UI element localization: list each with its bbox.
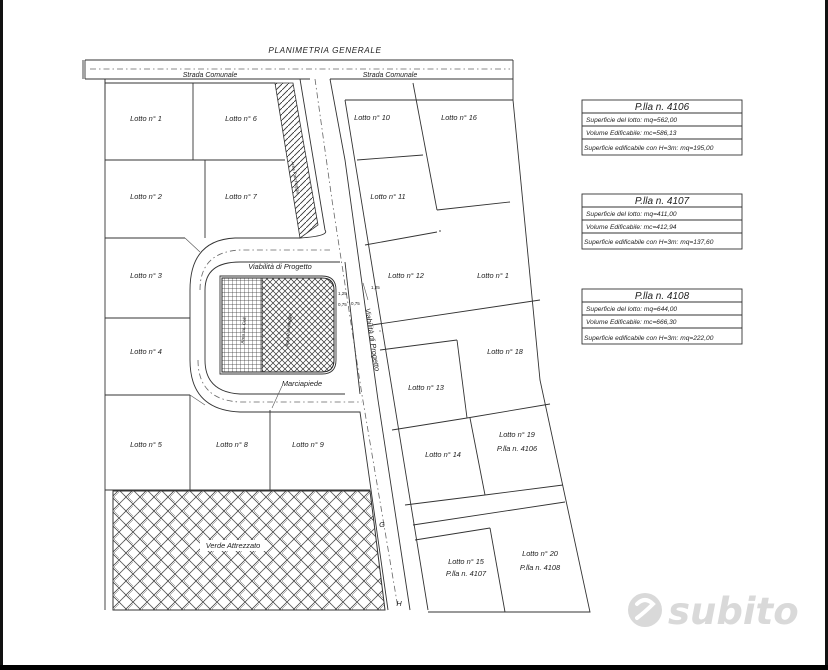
central-block: Area Int. Coll. Area Parcheggio xyxy=(219,275,337,375)
table-4108-title: P.lla n. 4108 xyxy=(635,291,690,302)
subito-logo-text: subito xyxy=(668,590,799,633)
table-4106-volume: Volume Edificabile: mc=586,13 xyxy=(586,130,677,137)
lot-1b: Lotto n° 1 xyxy=(477,271,509,280)
table-4108-superficie: Superficie del lotto: mq=644,00 xyxy=(586,306,677,313)
verde-label: Verde Attrezzato xyxy=(206,541,261,550)
hatched-area-label: Area Parcheggio xyxy=(285,312,293,346)
table-4107: P.lla n. 4107 Superficie del lotto: mq=4… xyxy=(581,193,743,250)
table-4106: P.lla n. 4106 Superficie del lotto: mq=5… xyxy=(581,99,743,156)
dim-2: 1,25 xyxy=(338,291,347,296)
subito-watermark: subito xyxy=(628,590,799,633)
table-4106-title: P.lla n. 4106 xyxy=(635,102,690,113)
plla-lot-15: P.lla n. 4107 xyxy=(446,569,487,578)
marker-g: G xyxy=(379,520,385,529)
marciapiede-label: Marciapiede xyxy=(282,379,322,388)
table-4108: P.lla n. 4108 Superficie del lotto: mq=6… xyxy=(581,288,743,345)
lot-12: Lotto n° 12 xyxy=(388,271,424,280)
lot-11: Lotto n° 11 xyxy=(370,192,405,201)
parking-strip xyxy=(274,82,319,239)
lot-19: Lotto n° 19 xyxy=(499,430,535,439)
lot-7: Lotto n° 7 xyxy=(225,192,258,201)
lot-3: Lotto n° 3 xyxy=(130,271,163,280)
viabilita-vertical-label: Viabilità di Progetto xyxy=(363,308,382,372)
right-lots xyxy=(345,82,591,613)
parking-label: Area Parcheggio xyxy=(290,161,301,195)
table-4108-sup-edif: Superficie edificabile con H=3m: mq=222,… xyxy=(584,335,714,342)
lot-9: Lotto n° 9 xyxy=(292,440,324,449)
dim-4: 0,75 xyxy=(351,301,360,306)
lot-16: Lotto n° 16 xyxy=(441,113,478,122)
lot-2: Lotto n° 2 xyxy=(130,192,162,201)
strada-comunale: Strada Comunale Strada Comunale xyxy=(82,59,514,100)
lot-14: Lotto n° 14 xyxy=(425,450,461,459)
lot-8: Lotto n° 8 xyxy=(216,440,249,449)
table-4107-title: P.lla n. 4107 xyxy=(635,196,690,207)
lot-6: Lotto n° 6 xyxy=(225,114,258,123)
plan-title: PLANIMETRIA GENERALE xyxy=(268,46,381,55)
viabilita-top-label: Viabilità di Progetto xyxy=(248,262,312,271)
lot-10: Lotto n° 10 xyxy=(354,113,391,122)
marker-h: H xyxy=(396,599,402,608)
dim-3: 0,75 xyxy=(338,302,347,307)
int-coll-label: Area Int. Coll. xyxy=(240,316,247,344)
table-4106-sup-edif: Superficie edificabile con H=3m: mq=195,… xyxy=(584,145,714,152)
lot-5: Lotto n° 5 xyxy=(130,440,163,449)
lot-13: Lotto n° 13 xyxy=(408,383,445,392)
table-4107-sup-edif: Superficie edificabile con H=3m: mq=137,… xyxy=(584,239,714,246)
lot-labels: Lotto n° 1 Lotto n° 2 Lotto n° 3 Lotto n… xyxy=(130,113,561,578)
lot-18: Lotto n° 18 xyxy=(487,347,524,356)
table-4107-volume: Volume Edificabile: mc=412,94 xyxy=(586,224,677,231)
road-label-right: Strada Comunale xyxy=(363,72,418,79)
table-4108-volume: Volume Edificabile: mc=666,30 xyxy=(586,319,677,326)
road-label-left: Strada Comunale xyxy=(183,72,238,79)
plla-lot-19: P.lla n. 4106 xyxy=(497,444,538,453)
lot-4: Lotto n° 4 xyxy=(130,347,162,356)
table-4106-superficie: Superficie del lotto: mq=562,00 xyxy=(586,117,677,124)
lot-15: Lotto n° 15 xyxy=(448,557,485,566)
dim-1: 1,25 xyxy=(371,285,380,290)
lot-20: Lotto n° 20 xyxy=(522,549,559,558)
lot-1: Lotto n° 1 xyxy=(130,114,162,123)
plla-lot-20: P.lla n. 4108 xyxy=(520,563,561,572)
table-4107-superficie: Superficie del lotto: mq=411,00 xyxy=(586,211,677,218)
left-lots xyxy=(104,79,370,610)
